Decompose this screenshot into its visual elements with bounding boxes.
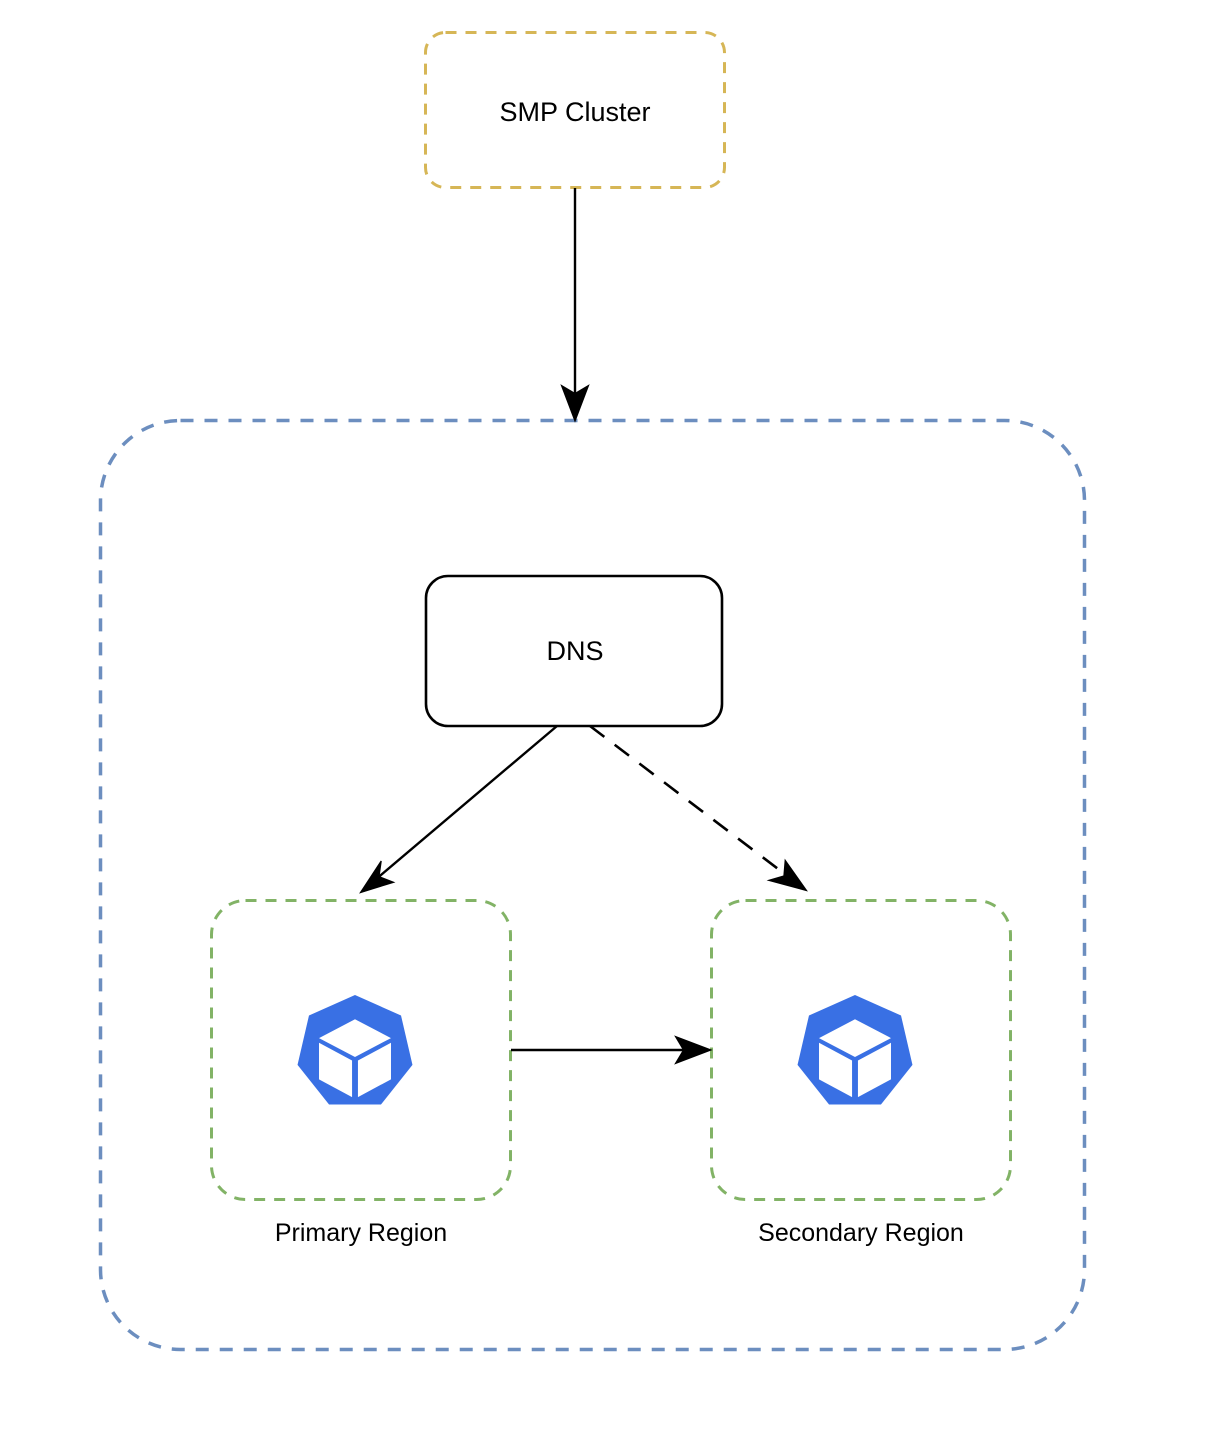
arrowhead-primary-to-secondary <box>674 1035 713 1065</box>
smp-cluster-box[interactable] <box>424 31 726 189</box>
arrowhead-smp-to-cloud <box>560 384 590 423</box>
kubernetes-icon <box>297 995 413 1105</box>
edge-smp-to-cloud[interactable] <box>560 188 590 423</box>
cloud-container-box[interactable] <box>98 418 1087 1352</box>
edge-primary-to-secondary[interactable] <box>511 1035 713 1065</box>
edge-dns-to-primary[interactable] <box>359 725 558 894</box>
dns-box[interactable] <box>424 574 724 728</box>
kubernetes-icon <box>797 995 913 1105</box>
edge-dns-to-secondary[interactable] <box>589 724 808 892</box>
arrowhead-dns-to-secondary <box>766 858 808 892</box>
arrowhead-dns-to-primary <box>359 860 396 894</box>
